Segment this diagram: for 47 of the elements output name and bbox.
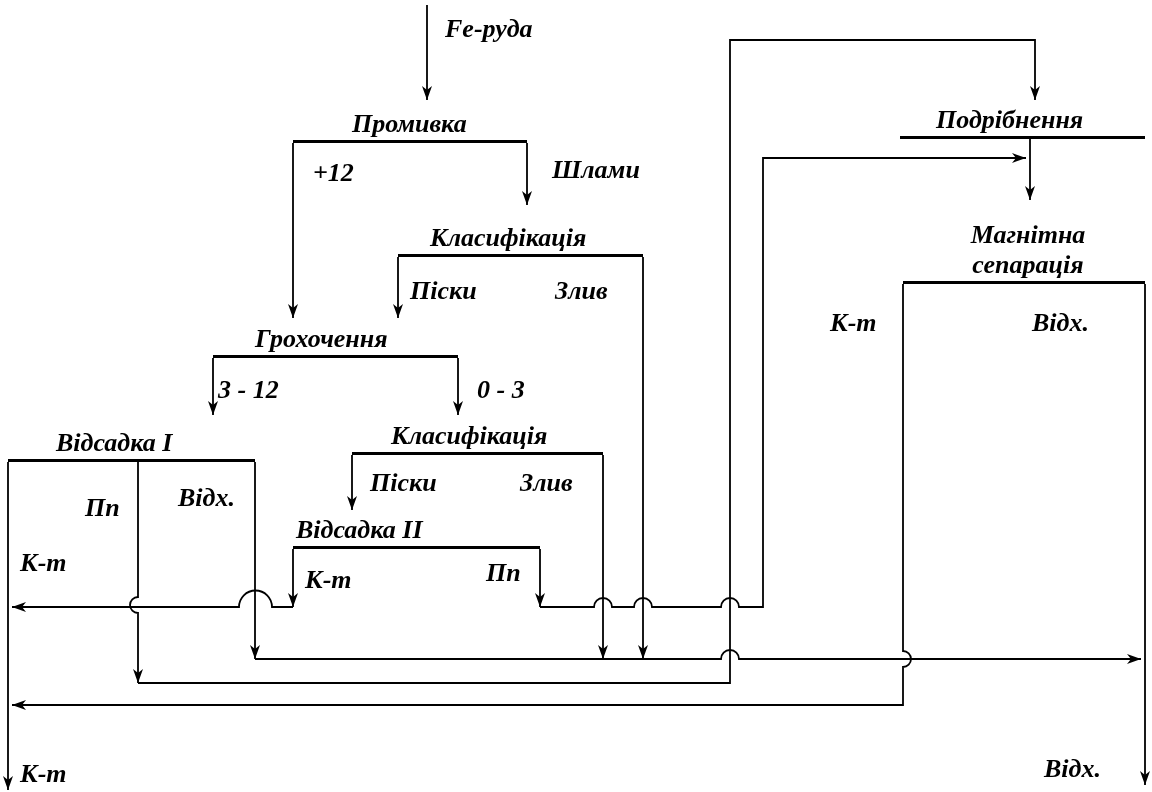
edge-label: Відх. [178,483,235,513]
edge-label: Пп [85,493,120,523]
step-label: Відсадка II [296,515,423,545]
flow-arrow [535,548,545,608]
flow-arrow [137,39,1040,684]
edge-label: 0 - 3 [477,375,525,405]
edge-label: К-т [830,308,877,338]
flow-arrow [453,357,463,416]
edge-label: Піски [410,276,477,306]
flow-arrow [208,357,218,416]
edge-label: +12 [313,158,354,188]
flow-arrow [393,256,403,319]
flow-arrow [347,454,357,511]
flow-arrow [3,461,13,791]
edge-label: Злив [520,468,573,498]
flow-arrow [1025,138,1035,201]
flow-arrow [254,649,1142,664]
step-label: Відх. [1044,754,1101,784]
flow-arrow [11,589,294,612]
edge-label: К-т [20,548,67,578]
flow-arrow [11,283,912,710]
edge-label: Піски [370,468,437,498]
step-label: Класифікація [430,223,587,253]
flow-arrow [422,4,432,101]
step-label: Відсадка I [56,428,173,458]
flow-arrow [129,461,143,684]
flow-arrow [598,454,608,660]
step-label: Промивка [352,109,467,139]
flow-arrow [288,548,298,608]
step-label: Класифікація [391,421,548,451]
flow-arrow [539,153,1027,608]
step-label: Грохочення [255,324,388,354]
step-label: К-т [20,759,67,789]
flow-arrow [638,256,648,660]
step-label: Подрібнення [936,105,1084,135]
edge-label: 3 - 12 [218,375,279,405]
step-label: Fe-руда [445,14,533,44]
edge-label: Відх. [1032,308,1089,338]
flow-arrow [1140,283,1150,786]
flow-arrow [522,142,532,206]
flow-arrow [250,461,260,660]
edge-label: Злив [555,276,608,306]
edge-label: К-т [305,565,352,595]
flow-arrow [288,142,298,319]
step-label: Магнітна сепарація [969,220,1087,280]
edge-label: Шлами [552,155,640,185]
edge-label: Пп [486,558,521,588]
